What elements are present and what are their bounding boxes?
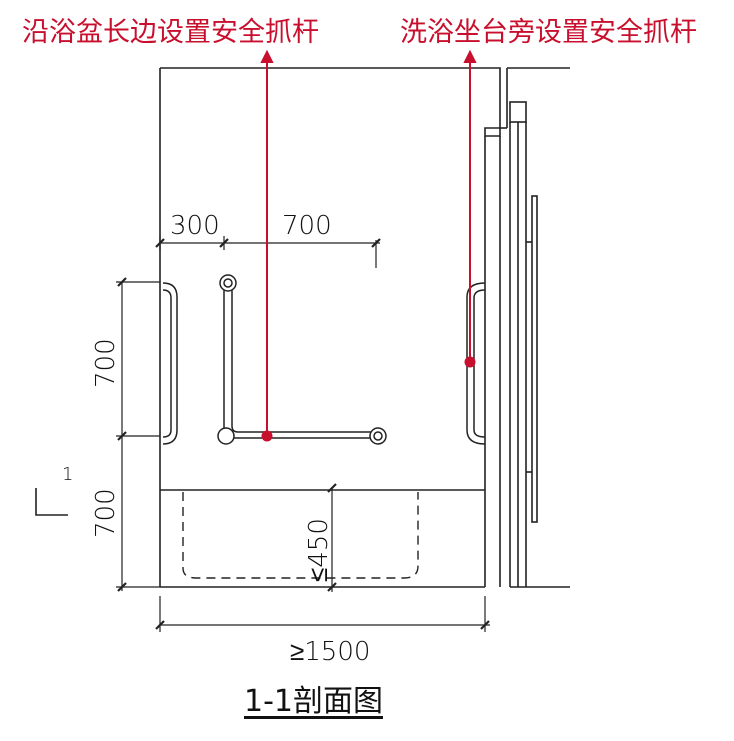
section-title: 1-1剖面图	[244, 684, 383, 719]
annotation-seat-grab-bar: 洗浴坐台旁设置安全抓杆	[400, 17, 697, 48]
dim-top-300: 300	[170, 211, 220, 241]
section-marker-number: 1	[62, 464, 73, 485]
section-marker	[35, 488, 68, 516]
grab-bar-l-shaped	[223, 286, 372, 439]
grab-bar-left-wall	[162, 282, 178, 445]
leader-left-dot	[261, 430, 273, 442]
leader-right-dot	[464, 356, 476, 368]
door-handle	[531, 195, 538, 523]
door-frame	[509, 101, 527, 123]
ceiling-line	[160, 67, 501, 128]
dim-bottom-width: ≥1500	[290, 637, 370, 667]
annotation-bathtub-grab-bar: 沿浴盆长边设置安全抓杆	[22, 17, 319, 48]
dim-bathtub-depth: ≤450	[304, 518, 334, 582]
leader-right-arrow	[463, 49, 477, 63]
dim-left-lower-700: 700	[91, 488, 121, 538]
dim-left-upper-700: 700	[91, 338, 121, 388]
dim-top-700: 700	[282, 211, 332, 241]
leader-left-arrow	[260, 49, 274, 63]
bathtub-outline	[182, 492, 419, 579]
